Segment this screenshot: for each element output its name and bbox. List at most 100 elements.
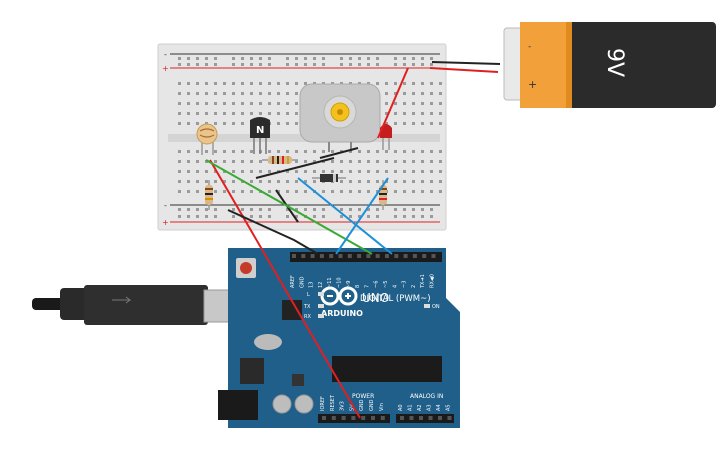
header-pin[interactable] xyxy=(292,254,296,258)
atmega-chip xyxy=(332,356,442,382)
wire-black-short xyxy=(319,147,359,159)
reset-button[interactable] xyxy=(240,262,252,274)
dc-motor xyxy=(299,83,381,152)
pin-label: A3 xyxy=(427,404,433,411)
battery-voltage-label: 9V xyxy=(602,48,627,77)
battery-minus-label: - xyxy=(528,42,531,52)
diode xyxy=(312,174,346,182)
pin-label: ~6 xyxy=(374,281,380,288)
header-pin[interactable] xyxy=(412,254,417,258)
header-pin[interactable] xyxy=(375,254,380,258)
pin-label: A5 xyxy=(446,404,452,411)
pin-label: A0 xyxy=(398,404,404,411)
header-pin[interactable] xyxy=(400,416,404,420)
wire-black-collector xyxy=(255,157,335,179)
header-pin[interactable] xyxy=(380,416,385,420)
breadboard-holes xyxy=(178,57,442,218)
header-pin[interactable] xyxy=(409,416,414,420)
usb-cable xyxy=(32,285,259,325)
header-pin[interactable] xyxy=(403,254,408,258)
analog-header xyxy=(396,414,454,423)
power-jack xyxy=(218,390,258,420)
header-pin[interactable] xyxy=(338,254,343,258)
header-pin[interactable] xyxy=(322,416,326,420)
pin-label: A2 xyxy=(417,404,423,411)
wire-red-5v xyxy=(209,159,361,419)
header-pin[interactable] xyxy=(422,254,427,258)
pin-label: 8 xyxy=(355,285,361,288)
battery-plus-label: + xyxy=(528,78,537,91)
header-pin[interactable] xyxy=(310,254,315,258)
digital-header xyxy=(290,252,442,262)
pin-label: 3V3 xyxy=(340,401,346,411)
header-pin[interactable] xyxy=(357,254,362,258)
header-pin[interactable] xyxy=(438,416,442,420)
digital-label: DIGITAL (PWM~) xyxy=(360,294,431,304)
battery-9v: - + 9V xyxy=(503,22,716,108)
wire-battery-red xyxy=(429,67,499,73)
wire-red-motor xyxy=(377,67,409,139)
header-pin[interactable] xyxy=(394,254,399,258)
power-label: POWER xyxy=(352,393,374,400)
pin-label: A1 xyxy=(408,404,414,411)
pin-label: A4 xyxy=(436,404,442,411)
pin-label: TX➜1 xyxy=(420,274,426,289)
rail-minus-label: - xyxy=(164,50,167,59)
pin-label: Vin xyxy=(379,403,385,411)
pin-label: ~11 xyxy=(327,277,333,288)
led-l-label: L xyxy=(307,292,310,298)
header-pin[interactable] xyxy=(419,416,423,420)
pin-label: 13 xyxy=(309,282,315,288)
header-pin[interactable] xyxy=(447,416,452,420)
header-pin[interactable] xyxy=(341,416,346,420)
resistor-left-vertical xyxy=(205,180,213,210)
model-label: UNO xyxy=(362,291,389,305)
brand-label: ARDUINO xyxy=(321,309,363,318)
pin-label: RX◀0 xyxy=(430,274,436,288)
header-pin[interactable] xyxy=(347,254,352,258)
rail-plus-label-bottom: + xyxy=(162,218,169,227)
led-tx-label: TX xyxy=(303,304,311,310)
header-pin[interactable] xyxy=(428,416,433,420)
pin-label: ~10 xyxy=(337,277,343,288)
wires xyxy=(205,61,501,419)
header-pin[interactable] xyxy=(351,416,356,420)
transistor-label: N xyxy=(256,125,264,136)
wire-blue-a xyxy=(297,177,393,255)
pin-label: ~9 xyxy=(346,281,352,288)
header-pin[interactable] xyxy=(371,416,375,420)
header-pin[interactable] xyxy=(361,416,366,420)
pin-label: GND xyxy=(369,399,375,411)
pin-label: ~5 xyxy=(383,281,389,288)
wire-battery-black xyxy=(431,61,501,65)
wire-black-ground xyxy=(227,209,319,255)
header-pin[interactable] xyxy=(385,254,389,258)
pin-label: ~3 xyxy=(402,281,408,288)
pin-label: AREF xyxy=(290,275,296,288)
pin-label: GND xyxy=(359,399,365,411)
header-pin[interactable] xyxy=(331,416,336,420)
pin-label: 7 xyxy=(364,285,370,288)
header-pin[interactable] xyxy=(431,254,436,258)
header-pin[interactable] xyxy=(301,254,306,258)
on-label: ON xyxy=(432,304,440,310)
rail-minus-label-bottom: - xyxy=(164,201,167,210)
header-pin[interactable] xyxy=(319,254,324,258)
header-pin[interactable] xyxy=(366,254,371,258)
transistor: N xyxy=(250,117,270,154)
pin-label: 12 xyxy=(318,282,324,288)
led-rx-label: RX xyxy=(304,314,311,320)
pin-label: 2 xyxy=(411,285,417,288)
rail-plus-label: + xyxy=(162,64,169,73)
pin-label: RESET xyxy=(330,394,336,411)
pin-label: GND xyxy=(299,276,305,288)
analog-label: ANALOG IN xyxy=(410,393,443,400)
pin-label: 4 xyxy=(392,285,398,288)
header-pin[interactable] xyxy=(329,254,334,258)
